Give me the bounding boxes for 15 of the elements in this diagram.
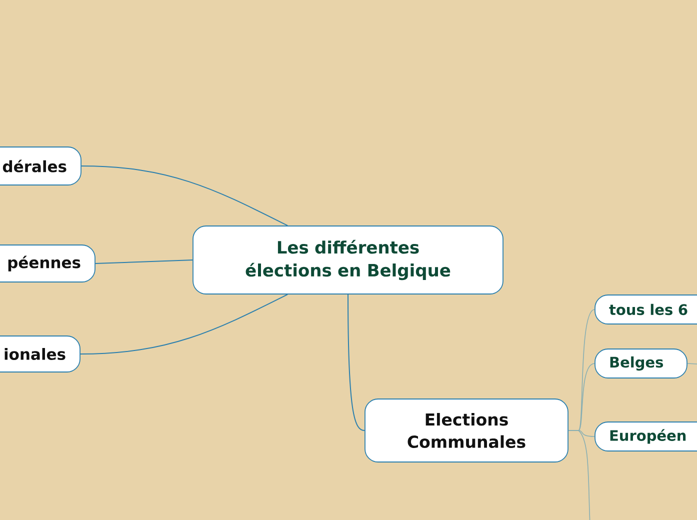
connector-line bbox=[348, 294, 366, 431]
topic-box: Elections Communales bbox=[364, 398, 568, 462]
topic-box: péennes bbox=[0, 244, 96, 282]
connector-line bbox=[687, 363, 697, 364]
topic-box: ionales bbox=[0, 336, 80, 372]
topic-box: dérales bbox=[0, 146, 82, 186]
central-topic-box: Les différentes élections en Belgique bbox=[192, 226, 504, 294]
connector-line bbox=[80, 166, 288, 226]
connector-line bbox=[578, 430, 590, 520]
connector-line bbox=[568, 430, 595, 437]
subtopic-box: tous les 6 bbox=[594, 294, 697, 324]
connector-line bbox=[80, 294, 288, 354]
connector-line bbox=[94, 260, 194, 264]
subtopic-box: Belges bbox=[594, 348, 688, 378]
subtopic-box: Européen bbox=[594, 422, 697, 452]
